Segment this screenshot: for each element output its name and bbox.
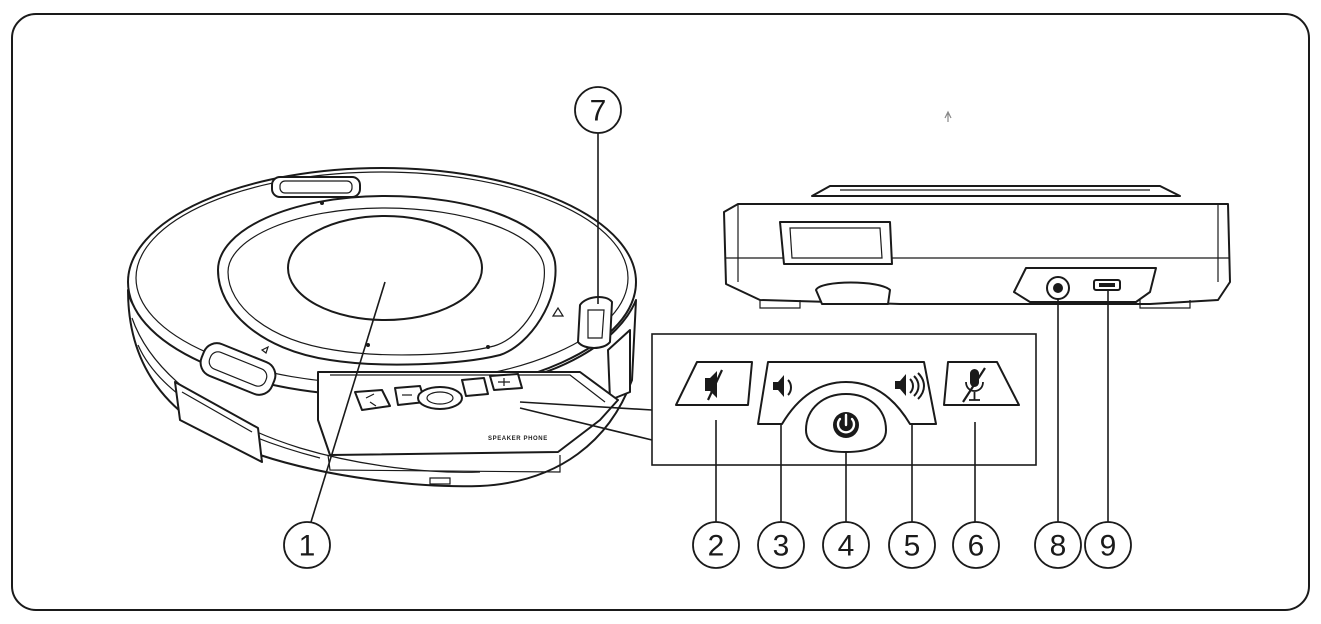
callout-7: 7: [574, 86, 622, 134]
usb-port-icon: [1093, 279, 1121, 291]
svg-text:3: 3: [773, 530, 790, 563]
speaker-grille: [287, 215, 483, 321]
volume-up-icon: [895, 372, 925, 400]
power-icon: [833, 412, 859, 438]
svg-text:6: 6: [968, 530, 985, 563]
callout-3: 3: [757, 521, 805, 569]
speakerphone-perspective-view: SPEAKER PHONE: [127, 167, 637, 488]
speaker-mute-button[interactable]: [675, 361, 753, 406]
svg-text:4: 4: [838, 530, 855, 563]
svg-text:7: 7: [590, 95, 607, 128]
callout-2: 2: [692, 521, 740, 569]
callout-1: 1: [283, 521, 331, 569]
svg-text:2: 2: [708, 530, 725, 563]
callout-6: 6: [952, 521, 1000, 569]
power-button[interactable]: [805, 393, 887, 453]
device-printed-label: SPEAKER PHONE: [488, 436, 548, 442]
callout-8: 8: [1034, 521, 1082, 569]
callout-4: 4: [822, 521, 870, 569]
callout-9: 9: [1084, 521, 1132, 569]
audio-jack: [1046, 276, 1070, 300]
svg-text:8: 8: [1050, 530, 1067, 563]
speaker-mute-icon: [705, 369, 723, 401]
panel-buttons: [354, 373, 523, 411]
side-indicator: [577, 296, 613, 349]
volume-button-group: [757, 361, 937, 425]
mic-mute-button[interactable]: [943, 361, 1020, 406]
mic-mute-icon: [962, 367, 986, 403]
audio-jack-icon: [1046, 276, 1070, 300]
control-panel-zoom: [519, 333, 1037, 522]
svg-text:9: 9: [1100, 530, 1117, 563]
volume-down-button[interactable]: [773, 375, 792, 397]
callout-5: 5: [888, 521, 936, 569]
svg-text:1: 1: [299, 530, 316, 563]
volume-up-button[interactable]: [895, 372, 925, 400]
speakerphone-side-view: [723, 110, 1231, 522]
volume-down-icon: [773, 375, 792, 397]
usb-port: [1093, 279, 1121, 291]
svg-text:5: 5: [904, 530, 921, 563]
